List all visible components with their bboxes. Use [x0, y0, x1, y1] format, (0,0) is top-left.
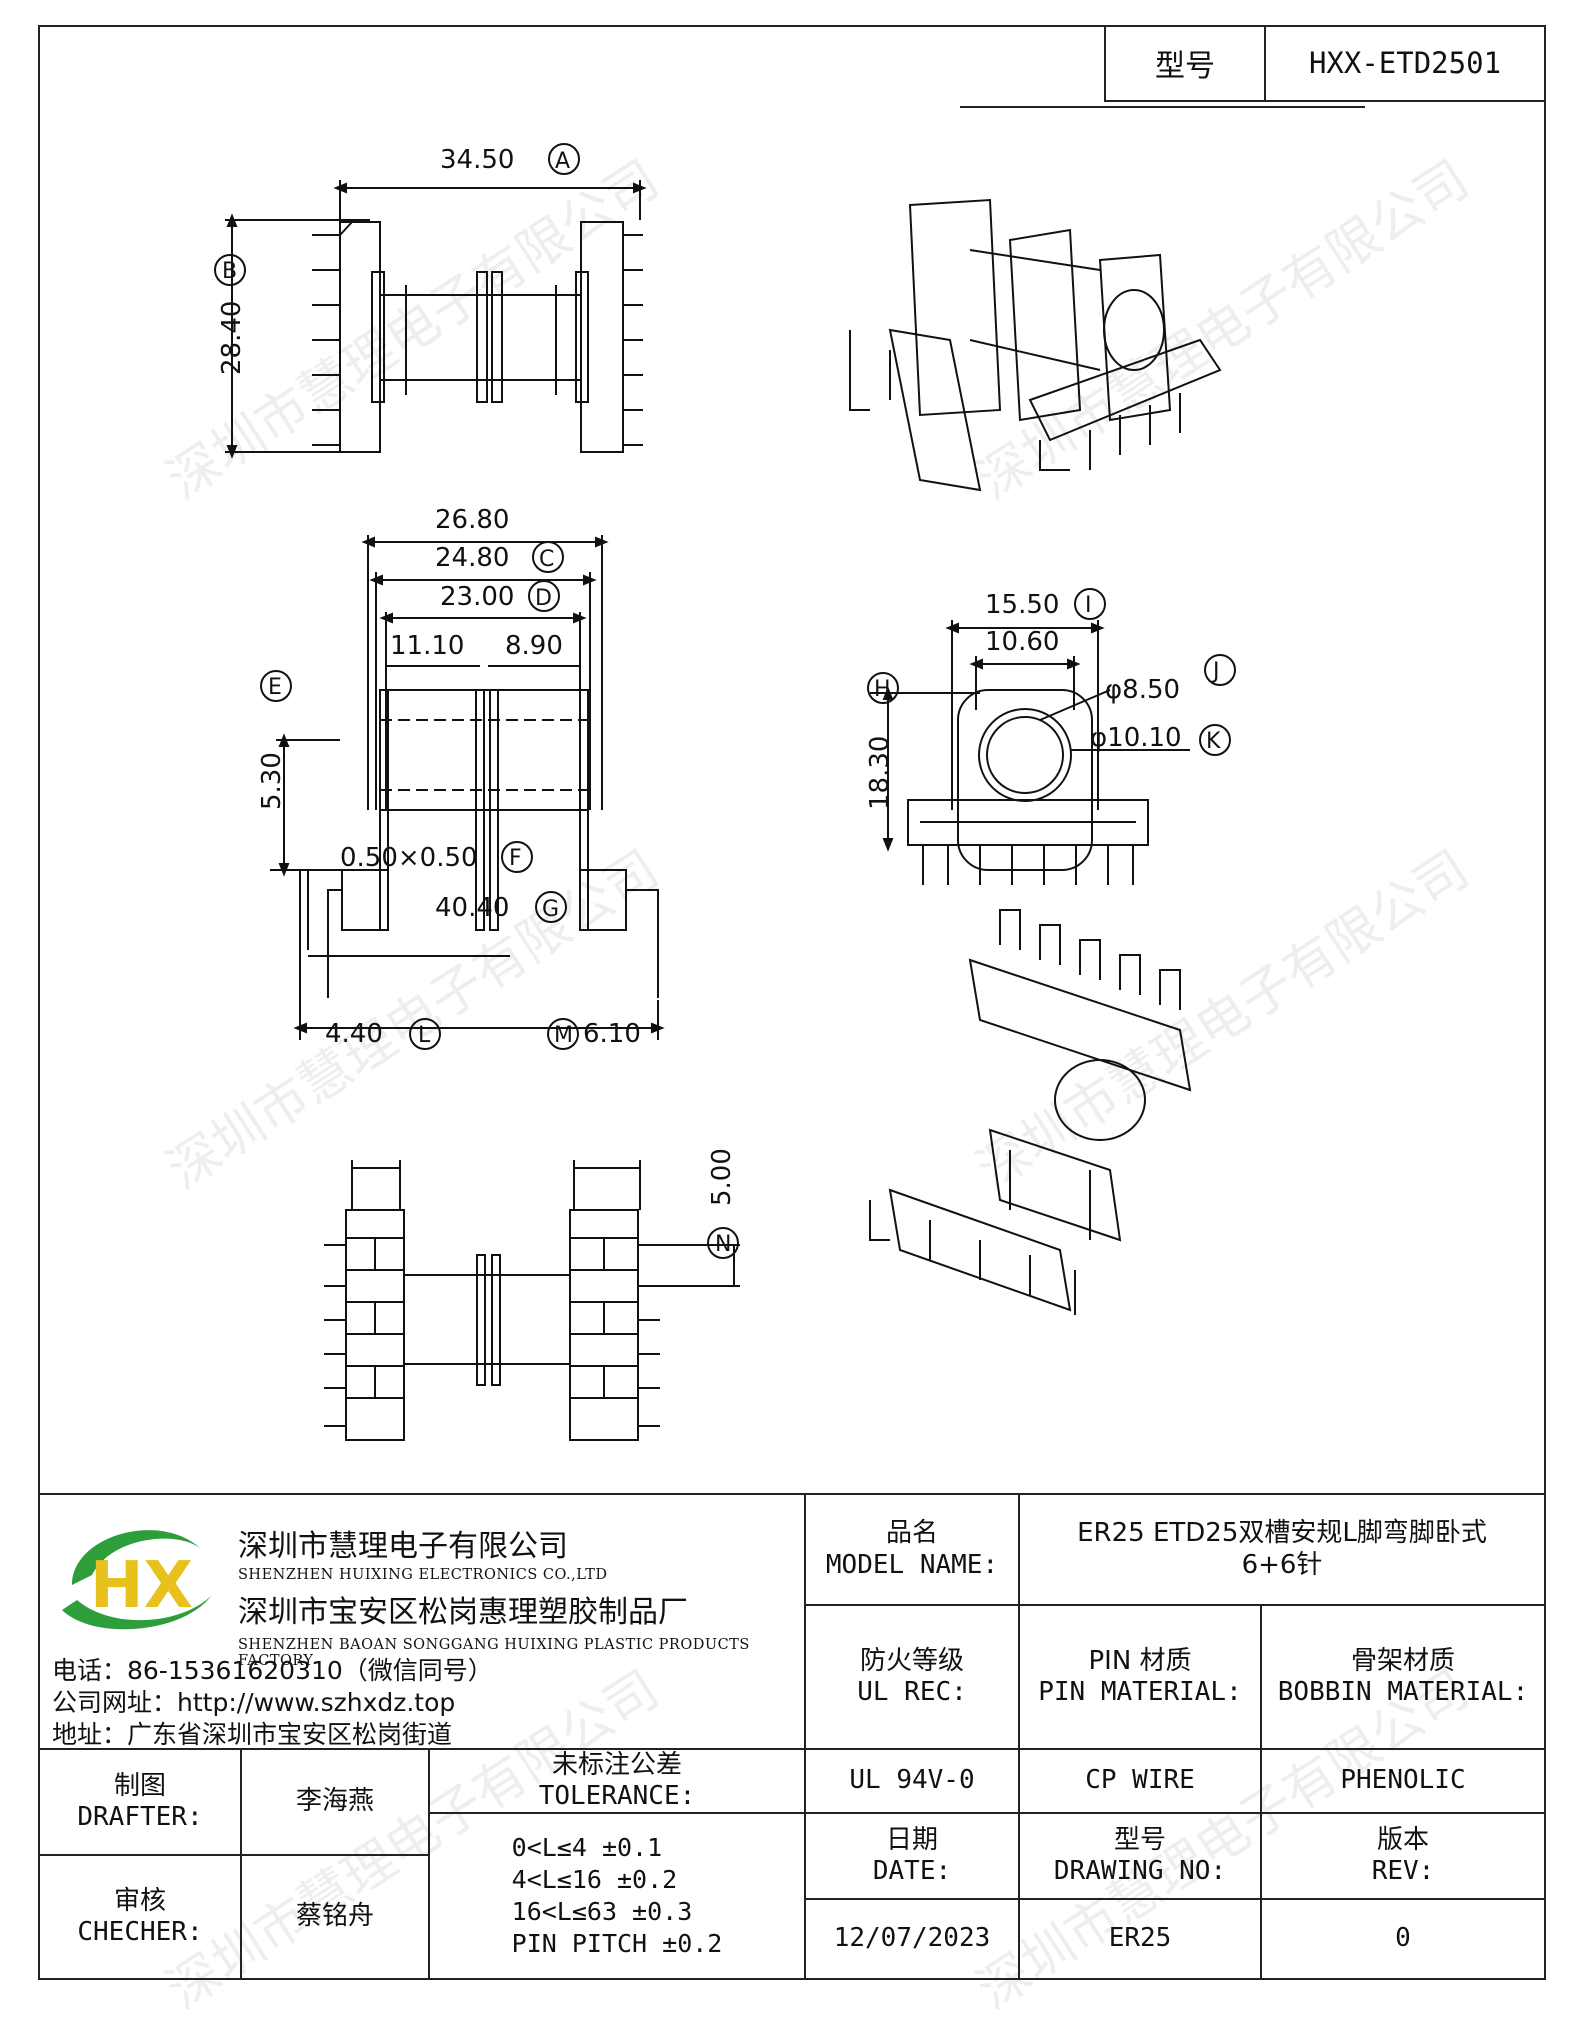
tolerance-values: 0<L≤4 ±0.1 4<L≤16 ±0.2 16<L≤63 ±0.3 PIN …: [428, 1812, 806, 1980]
bottom-view: [324, 1160, 740, 1441]
top-view: [225, 180, 647, 459]
company-logo: HX: [52, 1515, 217, 1635]
header-underline: [960, 106, 1365, 108]
dim-10-60: 10.60: [985, 627, 1059, 657]
dim-n-value: 5.00: [707, 1148, 737, 1206]
dim-i-letter: I: [1085, 593, 1092, 618]
dim-f-value: 0.50×0.50: [340, 843, 478, 873]
company-info: HX 深圳市慧理电子有限公司 SHENZHEN HUIXING ELECTRON…: [38, 1493, 806, 1750]
checker-name: 蔡铭舟: [240, 1854, 430, 1980]
drafter-name: 李海燕: [240, 1748, 430, 1856]
company-cn-name: 深圳市慧理电子有限公司: [238, 1529, 568, 1564]
dim-g-letter: G: [542, 897, 559, 922]
isometric-view-top: [849, 198, 1222, 492]
dim-m-value: 6.10: [583, 1019, 641, 1049]
dim-m-letter: M: [554, 1023, 573, 1048]
dim-l-value: 4.40: [325, 1019, 383, 1049]
company-en-name: SHENZHEN HUIXING ELECTRONICS CO.,LTD: [238, 1567, 608, 1583]
ul-value: UL 94V-0: [804, 1748, 1020, 1814]
dim-c-value: 24.80: [435, 543, 509, 573]
dim-b-letter: B: [222, 259, 237, 284]
dim-k-value: φ10.10: [1090, 723, 1182, 753]
dim-l-letter: L: [418, 1023, 431, 1048]
dim-j-letter: J: [1211, 659, 1220, 684]
bobbin-material-label: 骨架材质 BOBBIN MATERIAL:: [1260, 1604, 1546, 1750]
bobbin-material-value: PHENOLIC: [1260, 1748, 1546, 1814]
dim-b-value: 28.40: [217, 301, 247, 375]
factory-en-name: SHENZHEN BAOAN SONGGANG HUIXING PLASTIC …: [238, 1637, 750, 1669]
header-model-box: 型号 HXX-ETD2501: [1104, 25, 1546, 102]
side-view: [270, 535, 665, 1040]
tolerance-label: 未标注公差 TOLERANCE:: [428, 1748, 806, 1814]
isometric-view-bottom: [869, 909, 1192, 1315]
dim-e-letter: E: [268, 675, 282, 700]
dim-e-value: 5.30: [257, 752, 287, 810]
dim-a-value: 34.50: [440, 145, 514, 175]
dim-8-90: 8.90: [505, 631, 563, 661]
header-model-label: 型号: [1106, 25, 1266, 100]
dim-11-10: 11.10: [390, 631, 464, 661]
model-name-value: ER25 ETD25双槽安规L脚弯脚卧式 6+6针: [1018, 1493, 1546, 1606]
model-name-label: 品名 MODEL NAME:: [804, 1493, 1020, 1606]
ul-rec-label: 防火等级 UL REC:: [804, 1604, 1020, 1750]
dim-k-letter: K: [1206, 729, 1221, 754]
header-model-value: HXX-ETD2501: [1308, 45, 1502, 80]
front-view: [870, 620, 1190, 885]
factory-cn-name: 深圳市宝安区松岗惠理塑胶制品厂: [238, 1595, 688, 1630]
dim-26-80: 26.80: [435, 505, 509, 535]
dim-h-letter: H: [874, 677, 891, 702]
dim-c-letter: C: [539, 547, 554, 572]
date-label: 日期 DATE:: [804, 1812, 1020, 1900]
drawing-no-value: ER25: [1018, 1898, 1262, 1980]
dim-j-value: φ8.50: [1105, 675, 1180, 705]
date-value: 12/07/2023: [804, 1898, 1020, 1980]
rev-label: 版本 REV:: [1260, 1812, 1546, 1900]
technical-drawing: 34.50 A 28.40 B 26.80 24.80 C 23.00 D 11…: [214, 143, 1236, 1441]
dim-h-value: 18.30: [865, 736, 895, 810]
logo-letters: HX: [90, 1549, 193, 1623]
dim-d-value: 23.00: [440, 582, 514, 612]
pin-material-value: CP WIRE: [1018, 1748, 1262, 1814]
dim-f-letter: F: [509, 846, 522, 871]
rev-value: 0: [1260, 1898, 1546, 1980]
drawing-no-label: 型号 DRAWING NO:: [1018, 1812, 1262, 1900]
drafter-label: 制图 DRAFTER:: [38, 1748, 242, 1856]
checker-label: 审核 CHECHER:: [38, 1854, 242, 1980]
dim-d-letter: D: [535, 586, 552, 611]
company-address: 地址：广东省深圳市宝安区松岗街道: [52, 1720, 453, 1749]
dim-g-value: 40.40: [435, 893, 509, 923]
dim-i-value: 15.50: [985, 590, 1059, 620]
dim-n-letter: N: [715, 1232, 731, 1257]
company-phone: 电话：86-15361620310（微信同号）: [52, 1656, 493, 1685]
dim-a-letter: A: [555, 149, 570, 174]
company-website: 公司网址：http://www.szhxdz.top: [52, 1688, 456, 1717]
pin-material-label: PIN 材质 PIN MATERIAL:: [1018, 1604, 1262, 1750]
title-block: HX 深圳市慧理电子有限公司 SHENZHEN HUIXING ELECTRON…: [38, 1493, 1546, 1980]
